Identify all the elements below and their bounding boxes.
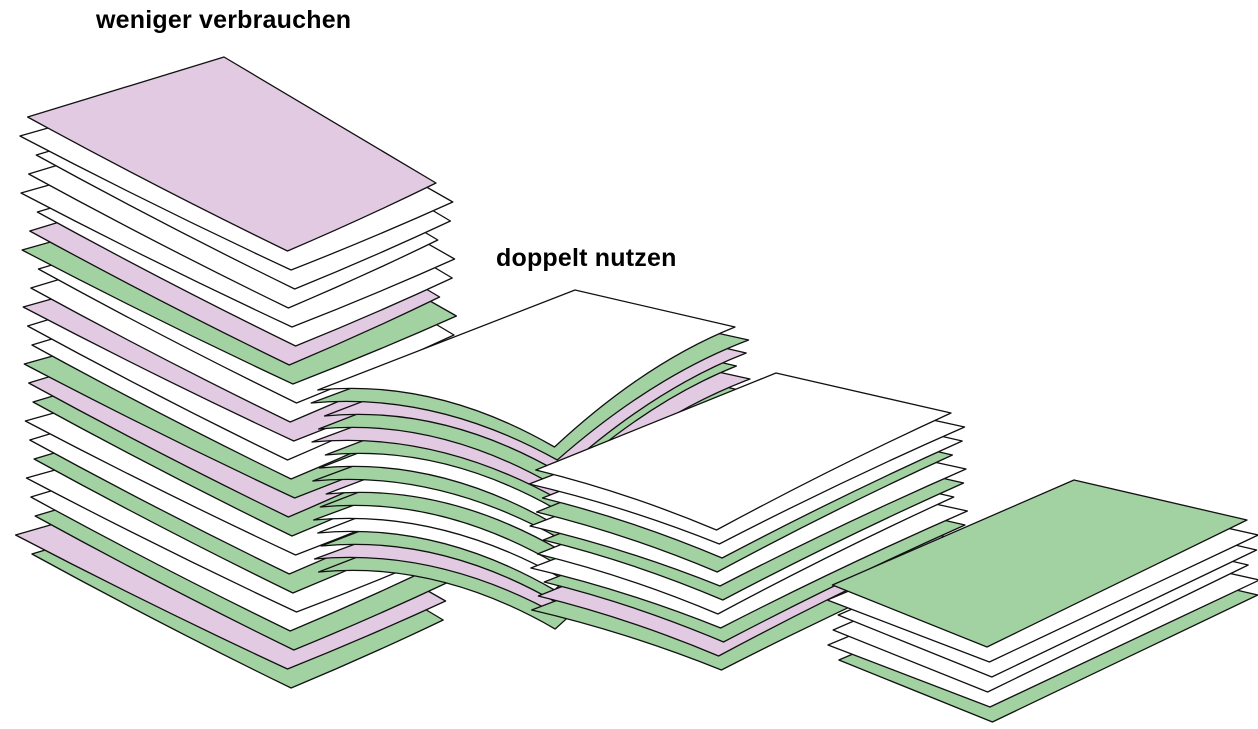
paper-sheet-white	[535, 372, 952, 531]
paper-sheet-white	[317, 289, 736, 448]
stack-3	[528, 372, 970, 671]
label-weniger-verbrauchen: weniger verbrauchen	[96, 6, 352, 34]
paper-sheet-green	[831, 479, 1248, 648]
label-doppelt-nutzen: doppelt nutzen	[496, 244, 677, 272]
paper-sheet-lilac	[26, 56, 437, 252]
stack-4	[826, 479, 1258, 723]
